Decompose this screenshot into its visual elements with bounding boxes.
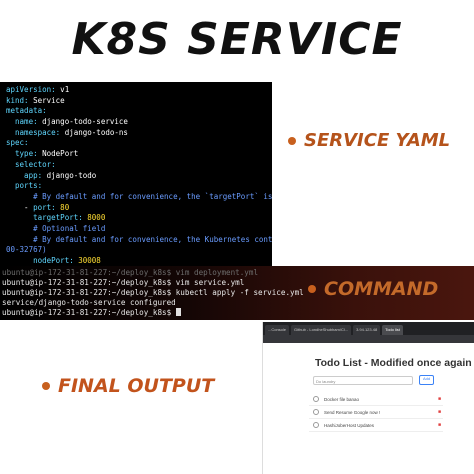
trash-icon[interactable]: ■ bbox=[437, 409, 441, 415]
terminal-prompt: ubuntu@ip-172-31-81-227:~/deploy_k8s$ bbox=[2, 308, 176, 317]
browser-tab[interactable]: ...Console bbox=[265, 325, 290, 335]
checkbox-icon[interactable] bbox=[313, 422, 319, 428]
yaml-key: namespace: bbox=[6, 127, 61, 137]
terminal-line: service/django-todo-service configured bbox=[2, 298, 176, 307]
yaml-value: django-todo-service bbox=[37, 117, 128, 127]
page-title: K8S SERVICE bbox=[71, 14, 403, 65]
service-yaml-label: SERVICE YAML bbox=[288, 130, 450, 151]
trash-icon[interactable]: ■ bbox=[437, 396, 441, 402]
yaml-comment: # By default and for convenience, the `t… bbox=[33, 191, 272, 201]
command-label: COMMAND bbox=[308, 278, 438, 300]
yaml-key: nodePort: bbox=[6, 256, 74, 265]
yaml-key: apiVersion: bbox=[6, 85, 56, 94]
list-item[interactable]: Send Resume Google now ! ■ bbox=[309, 406, 443, 419]
final-output-label: FINAL OUTPUT bbox=[42, 375, 214, 397]
yaml-value: django-todo bbox=[42, 170, 97, 180]
browser-tabbar: ...Console Github - LondheShubham/Cl... … bbox=[263, 322, 474, 335]
list-item[interactable]: Docker file banao ■ bbox=[309, 393, 443, 406]
cursor-icon bbox=[175, 308, 181, 316]
yaml-key: selector: bbox=[6, 159, 56, 169]
list-item[interactable]: HashiJoberHost Updates ■ bbox=[309, 419, 443, 432]
command-text: COMMAND bbox=[324, 278, 439, 300]
yaml-comment: # By default and for convenience, the Ku… bbox=[33, 234, 272, 244]
terminal[interactable]: ubuntu@ip-172-31-81-227:~/deploy_k8s$ vi… bbox=[0, 266, 474, 320]
bullet-dot bbox=[308, 285, 316, 293]
yaml-number: 8000 bbox=[82, 213, 106, 223]
add-button[interactable]: Add bbox=[419, 375, 435, 385]
yaml-value: NodePort bbox=[37, 149, 79, 159]
list-item-label: Send Resume Google now ! bbox=[324, 409, 381, 415]
browser-tab[interactable]: Todo list bbox=[382, 325, 403, 335]
yaml-key: metadata: bbox=[6, 106, 47, 116]
list-item-label: Docker file banao bbox=[324, 396, 360, 402]
trash-icon[interactable]: ■ bbox=[437, 422, 441, 428]
checkbox-icon[interactable] bbox=[313, 409, 319, 415]
todo-input[interactable]: Do laundry bbox=[313, 375, 413, 385]
yaml-key: type: bbox=[6, 149, 38, 159]
yaml-key: port: bbox=[33, 202, 56, 212]
yaml-number: 80 bbox=[55, 202, 70, 212]
todo-heading: Todo List - Modified once again bbox=[315, 357, 472, 369]
yaml-key: app: bbox=[6, 170, 43, 180]
yaml-comment: # Optional field bbox=[6, 223, 106, 233]
bullet-dot bbox=[288, 136, 296, 145]
yaml-key: targetPort: bbox=[6, 213, 83, 223]
terminal-line: ubuntu@ip-172-31-81-227:~/deploy_k8s$ vi… bbox=[2, 268, 259, 277]
address-bar[interactable] bbox=[263, 335, 474, 343]
list-item-label: HashiJoberHost Updates bbox=[324, 422, 375, 428]
yaml-key: name: bbox=[6, 117, 38, 127]
final-output-text: FINAL OUTPUT bbox=[58, 375, 215, 397]
yaml-key: spec: bbox=[6, 138, 29, 148]
yaml-number: 30008 bbox=[73, 256, 101, 265]
terminal-line: ubuntu@ip-172-31-81-227:~/deploy_k8s$ ku… bbox=[2, 288, 304, 297]
todo-form: Do laundry Add bbox=[313, 375, 474, 385]
yaml-value: v1 bbox=[55, 85, 70, 94]
yaml-key: kind: bbox=[6, 95, 29, 105]
yaml-key: ports: bbox=[6, 181, 43, 191]
yaml-dash: - bbox=[6, 202, 34, 212]
yaml-comment: 00-32767) bbox=[6, 245, 47, 255]
yaml-value: django-todo-ns bbox=[60, 127, 128, 137]
terminal-line: ubuntu@ip-172-31-81-227:~/deploy_k8s$ vi… bbox=[2, 278, 245, 287]
browser-tab[interactable]: Github - LondheShubham/Cl... bbox=[291, 325, 352, 335]
yaml-editor: apiVersion: v1 kind: Service metadata: n… bbox=[0, 82, 272, 266]
browser-window: ...Console Github - LondheShubham/Cl... … bbox=[262, 322, 474, 474]
checkbox-icon[interactable] bbox=[313, 396, 319, 402]
service-yaml-text: SERVICE YAML bbox=[304, 130, 451, 151]
browser-tab[interactable]: 3.94.123.48 bbox=[353, 325, 381, 335]
bullet-dot bbox=[42, 382, 50, 390]
yaml-value: Service bbox=[28, 95, 65, 105]
todo-list: Docker file banao ■ Send Resume Google n… bbox=[309, 393, 443, 432]
